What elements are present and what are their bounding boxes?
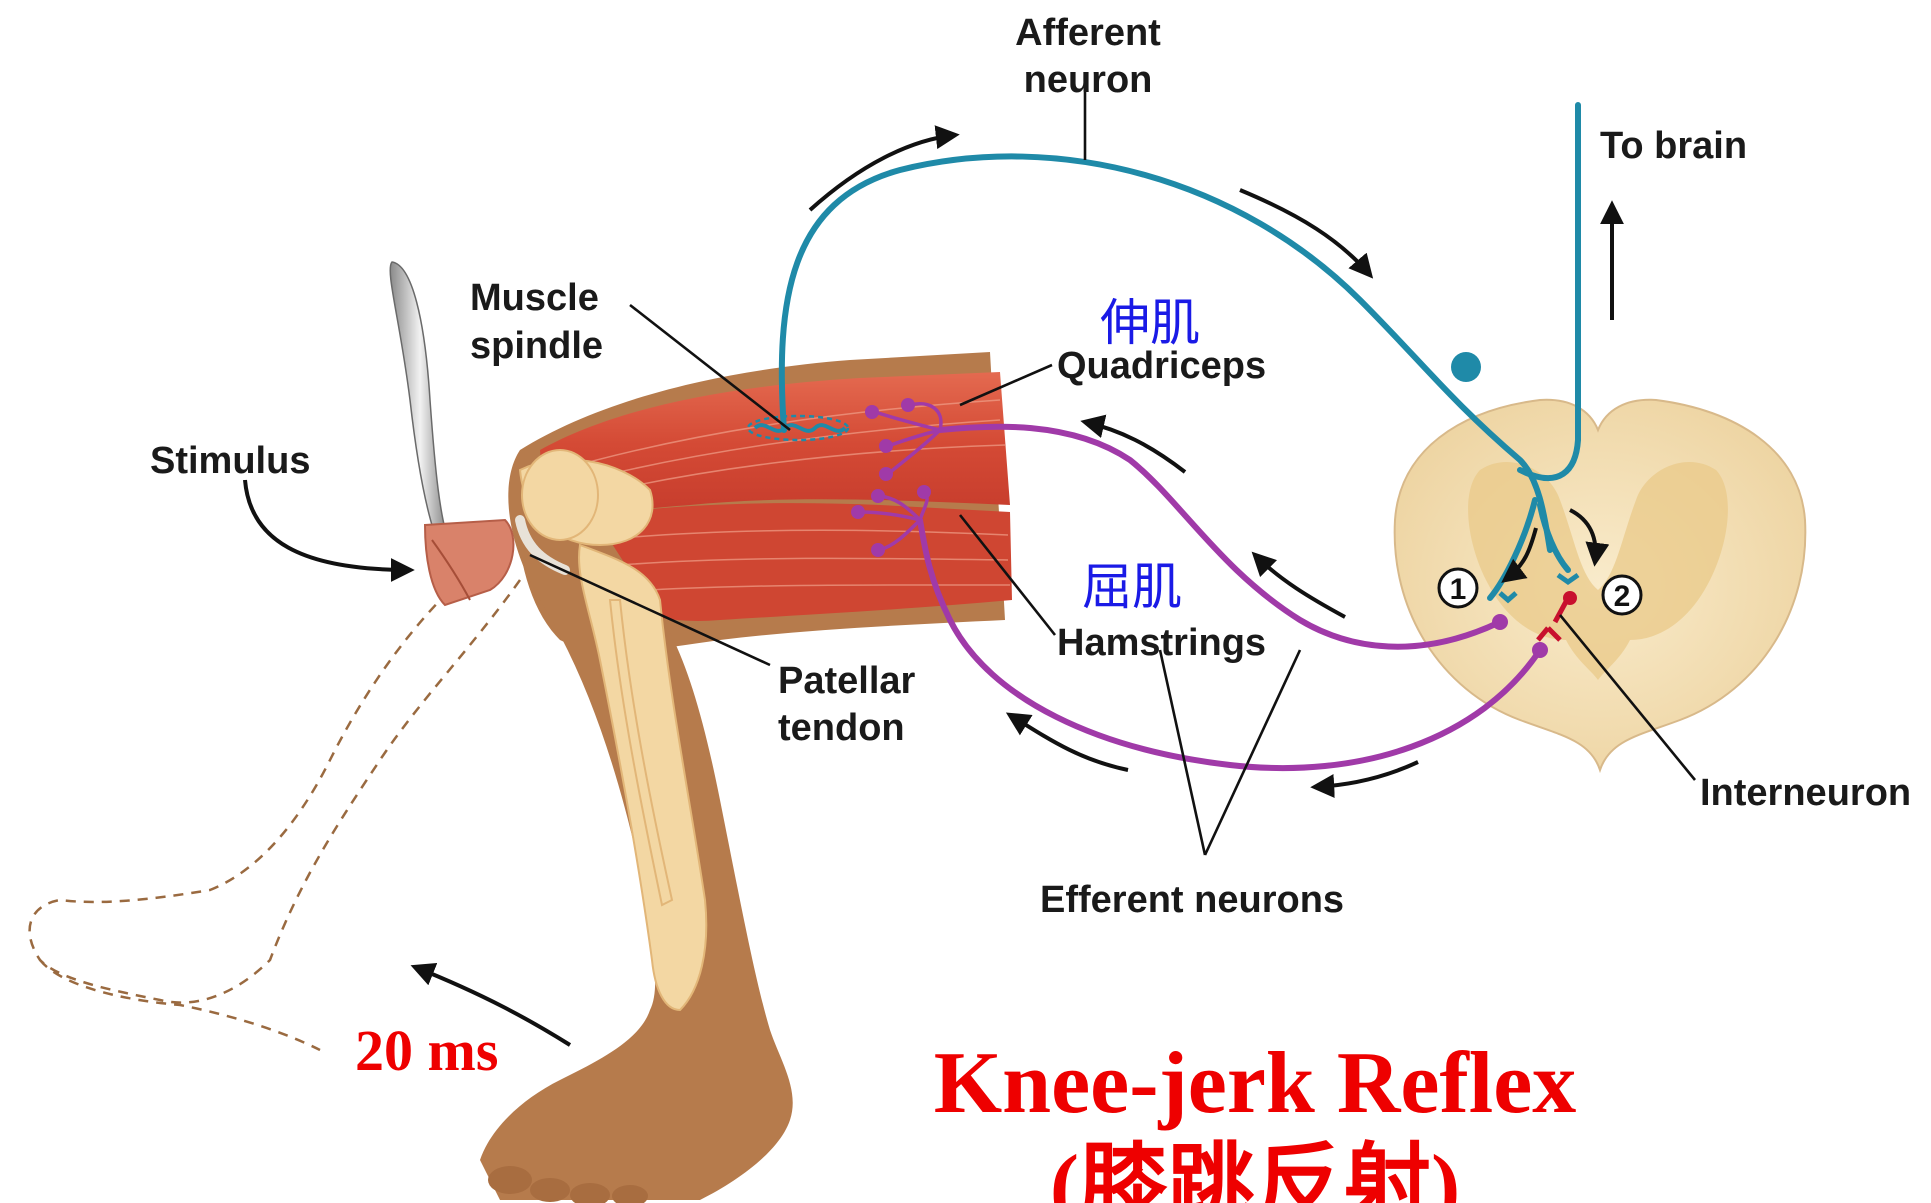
kicked-leg-outline (30, 580, 520, 1003)
afferent-neuron-label: Afferent (1015, 12, 1161, 54)
efferent-cell-body-2 (1532, 642, 1548, 658)
marker-1: 1 (1439, 569, 1477, 607)
stimulus-label: Stimulus (150, 440, 310, 482)
svg-text:2: 2 (1614, 580, 1631, 613)
svg-text:1: 1 (1450, 573, 1467, 606)
title-sub: (膝跳反射) (1050, 1138, 1461, 1203)
muscle-spindle-label-line2: spindle (470, 325, 603, 367)
afferent-neuron-label-line2: neuron (1024, 59, 1153, 101)
title-main: Knee-jerk Reflex (934, 1035, 1577, 1132)
timing-label: 20 ms (355, 1018, 498, 1083)
muscle-spindle-label: Muscle (470, 277, 599, 319)
interneuron-label: Interneuron (1700, 772, 1911, 814)
flexor-chinese-label: 屈肌 (1082, 558, 1182, 616)
interneuron-cell-body (1563, 591, 1577, 605)
efferent-neurons-label: Efferent neurons (1040, 879, 1344, 921)
quadriceps-label: Quadriceps (1057, 345, 1266, 387)
efferent-cell-body-1 (1492, 614, 1508, 630)
marker-2: 2 (1603, 576, 1641, 614)
to-brain-label: To brain (1600, 125, 1747, 167)
kicked-leg-outline-heel (40, 960, 320, 1050)
extensor-chinese-label: 伸肌 (1100, 294, 1200, 352)
patellar-tendon-label-line2: tendon (778, 707, 905, 749)
patellar-tendon-label: Patellar (778, 660, 916, 702)
hamstrings-label: Hamstrings (1057, 622, 1266, 664)
afferent-cell-body (1451, 352, 1481, 382)
